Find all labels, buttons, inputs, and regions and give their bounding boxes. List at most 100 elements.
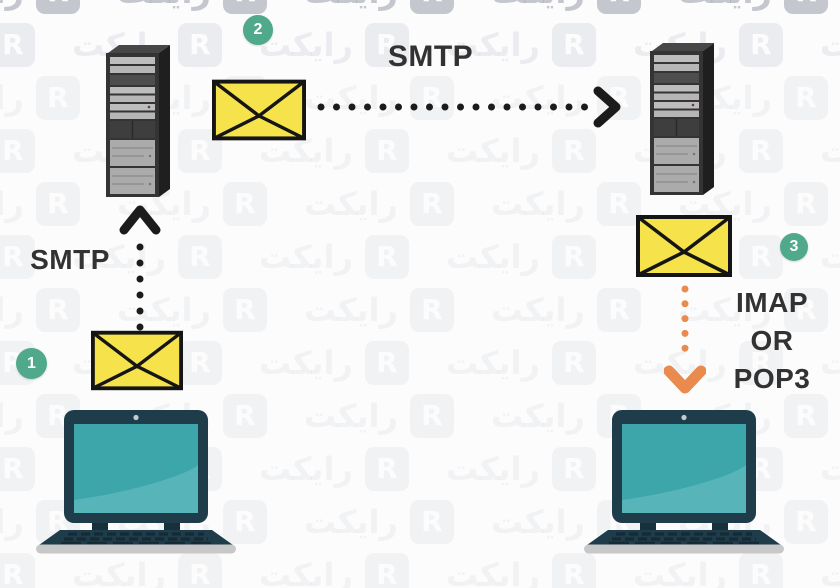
watermark-logo-letter: R <box>750 558 772 588</box>
watermark-logo-letter: R <box>2 28 24 61</box>
watermark-logo-letter: R <box>563 134 585 167</box>
watermark-logo-icon: R <box>364 553 409 588</box>
watermark-tile: R رایکت <box>446 447 596 491</box>
envelope-icon <box>91 330 183 391</box>
watermark-logo-letter: R <box>750 134 772 167</box>
watermark-text: رایکت <box>0 291 24 329</box>
watermark-logo-letter: R <box>189 558 211 588</box>
watermark-tile: R رایکت <box>304 0 454 14</box>
watermark-tile: R رایکت <box>72 553 222 588</box>
watermark-logo-icon: R <box>409 500 454 544</box>
watermark-logo-letter: R <box>608 187 630 220</box>
watermark-logo-icon: R <box>364 129 409 173</box>
watermark-logo-letter: R <box>47 293 69 326</box>
watermark-logo-icon: R <box>0 129 35 173</box>
watermark-logo-letter: R <box>795 399 817 432</box>
watermark-logo-icon: R <box>551 129 596 173</box>
watermark-logo-letter: R <box>421 0 443 6</box>
watermark-logo-icon: R <box>551 23 596 67</box>
watermark-logo-letter: R <box>234 187 256 220</box>
watermark-logo-icon: R <box>35 182 80 226</box>
watermark-logo-letter: R <box>421 187 443 220</box>
step-3-badge: 3 <box>780 233 808 261</box>
sender-laptop-icon <box>36 410 236 555</box>
watermark-logo-letter: R <box>2 134 24 167</box>
watermark-logo-letter: R <box>421 505 443 538</box>
watermark-text: رایکت <box>446 450 540 488</box>
watermark-tile: R رایکت <box>0 182 80 226</box>
watermark-text: رایکت <box>0 185 24 223</box>
watermark-text: رایکت <box>491 291 585 329</box>
watermark-text: رایکت <box>820 26 840 64</box>
watermark-text: رایکت <box>72 556 166 588</box>
watermark-text: رایکت <box>0 503 24 541</box>
watermark-logo-letter: R <box>189 346 211 379</box>
watermark-logo-icon: R <box>596 288 641 332</box>
watermark-text: رایکت <box>259 238 353 276</box>
watermark-logo-icon: R <box>177 341 222 385</box>
watermark-logo-icon: R <box>783 500 828 544</box>
watermark-logo-icon: R <box>738 23 783 67</box>
watermark-logo-letter: R <box>2 240 24 273</box>
watermark-logo-icon: R <box>551 235 596 279</box>
watermark-logo-icon: R <box>222 0 267 14</box>
watermark-text: رایکت <box>446 556 540 588</box>
watermark-logo-letter: R <box>608 293 630 326</box>
watermark-logo-icon: R <box>177 23 222 67</box>
watermark-text: رایکت <box>820 556 840 588</box>
pop3-label-line: POP3 <box>733 363 811 394</box>
watermark-text: رایکت <box>820 450 840 488</box>
watermark-logo-letter: R <box>234 505 256 538</box>
watermark-tile: R رایکت <box>0 288 80 332</box>
receiver-laptop-icon <box>583 410 785 555</box>
watermark-logo-letter: R <box>47 81 69 114</box>
watermark-logo-letter: R <box>234 293 256 326</box>
watermark-text: رایکت <box>0 79 24 117</box>
watermark-logo-icon: R <box>364 341 409 385</box>
watermark-logo-letter: R <box>47 0 69 6</box>
watermark-logo-icon: R <box>783 76 828 120</box>
watermark-logo-icon: R <box>0 23 35 67</box>
watermark-logo-icon: R <box>738 553 783 588</box>
watermark-logo-letter: R <box>189 240 211 273</box>
dotted-arrow-right-icon <box>317 86 621 128</box>
watermark-logo-icon: R <box>409 182 454 226</box>
watermark-text: رایکت <box>820 132 840 170</box>
step-1-badge: 1 <box>16 348 47 379</box>
watermark-logo-letter: R <box>563 452 585 485</box>
watermark-logo-icon: R <box>35 76 80 120</box>
watermark-text: رایکت <box>0 397 24 435</box>
dotted-arrow-down-icon <box>664 285 706 394</box>
watermark-text: رایکت <box>304 397 398 435</box>
smtp-relay-label: SMTP <box>387 40 474 73</box>
watermark-logo-letter: R <box>563 558 585 588</box>
smtp-upload-label: SMTP <box>30 244 110 275</box>
or-label-line: OR <box>750 325 794 356</box>
watermark-text: رایکت <box>304 0 398 11</box>
watermark-logo-letter: R <box>376 134 398 167</box>
watermark-logo-letter: R <box>376 558 398 588</box>
watermark-text: رایکت <box>304 291 398 329</box>
watermark-tile: R رایکت <box>446 553 596 588</box>
watermark-logo-icon: R <box>0 447 35 491</box>
watermark-logo-letter: R <box>563 346 585 379</box>
watermark-logo-letter: R <box>189 134 211 167</box>
dotted-arrow-up-icon <box>119 205 161 335</box>
watermark-logo-icon: R <box>783 182 828 226</box>
watermark-text: رایکت <box>259 26 353 64</box>
watermark-logo-icon: R <box>551 553 596 588</box>
